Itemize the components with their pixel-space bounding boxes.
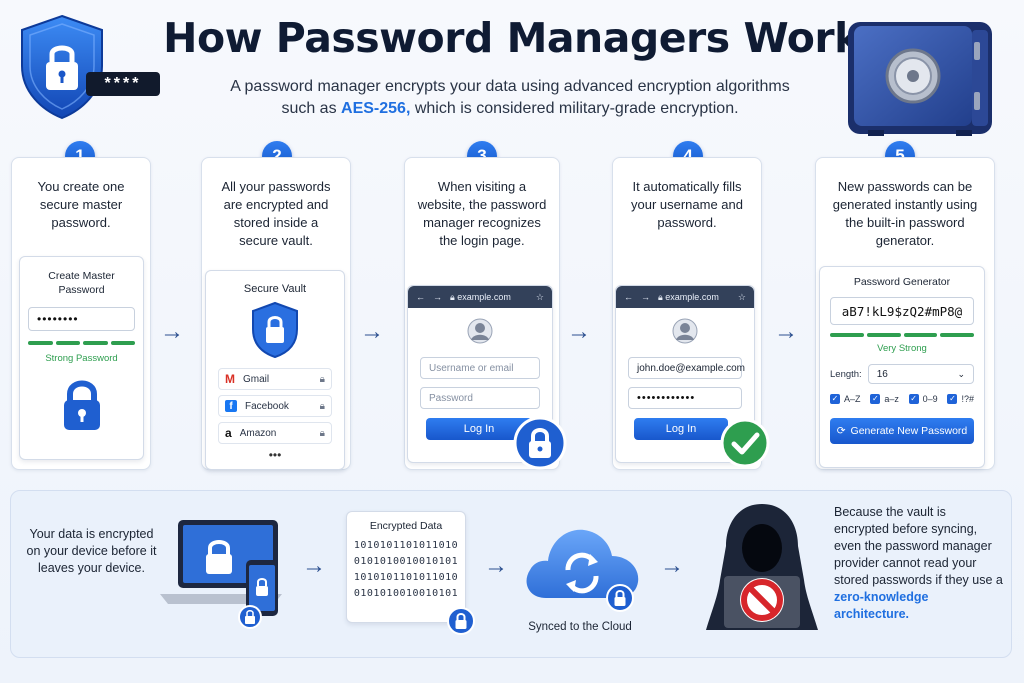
arrow-icon: →	[160, 318, 184, 345]
vault-item-facebook[interactable]: f Facebook 🔒︎	[218, 395, 332, 417]
user-avatar-icon	[408, 318, 552, 349]
gmail-icon: M	[225, 372, 235, 386]
chevron-down-icon: ⌄	[957, 368, 965, 379]
refresh-icon: ⟳	[836, 425, 846, 437]
username-filled-input[interactable]: john.doe@example.com	[628, 357, 745, 379]
arrow-icon: →	[774, 318, 798, 345]
facebook-icon: f	[225, 400, 237, 412]
strength-meter	[28, 341, 135, 345]
secure-vault-panel: Secure Vault M Gmail 🔒︎ f Facebook 🔒︎ a …	[205, 270, 345, 470]
generated-password-field[interactable]: aB7!kL9$zQ2#mP8@	[830, 297, 974, 325]
back-icon[interactable]: ←	[624, 292, 633, 302]
binary-line: 0101010010010101	[353, 588, 459, 599]
lock-icon: 🔒︎	[319, 400, 325, 412]
forward-icon[interactable]: →	[641, 292, 650, 302]
autofill-browser: ← → 🔒︎ example.com ☆ john.doe@example.co…	[615, 285, 755, 463]
aes-highlight: AES-256,	[341, 100, 411, 117]
lock-badge-icon	[446, 606, 476, 641]
page-title: How Password Managers Work	[163, 14, 861, 62]
encrypted-data-card: Encrypted Data 1010101101011010 01010100…	[346, 511, 466, 623]
arrow-icon: →	[567, 318, 591, 345]
lock-icon: 🔒︎	[319, 373, 325, 385]
encryption-flow-panel	[10, 490, 1012, 658]
login-button[interactable]: Log In	[634, 418, 728, 440]
option-symbols[interactable]: ✓!?#	[947, 394, 974, 404]
length-label: Length:	[830, 368, 862, 380]
back-icon[interactable]: ←	[416, 292, 425, 302]
user-avatar-icon	[616, 318, 754, 349]
lock-badge-icon	[513, 416, 567, 475]
page-subtitle: A password manager encrypts your data us…	[180, 76, 840, 120]
star-icon[interactable]: ☆	[737, 291, 746, 302]
shield-lock-icon	[10, 12, 162, 122]
vault-item-gmail[interactable]: M Gmail 🔒︎	[218, 368, 332, 390]
length-select[interactable]: 16⌄	[867, 364, 974, 384]
length-row: Length: 16⌄	[830, 364, 974, 384]
step-5-description: New passwords can be generated instantly…	[832, 179, 978, 248]
padlock-icon	[20, 378, 143, 437]
username-input[interactable]: Username or email	[420, 357, 540, 379]
master-password-input[interactable]: ••••••••	[28, 307, 135, 331]
option-digits[interactable]: ✓0–9	[908, 394, 938, 404]
option-lowercase[interactable]: ✓a–z	[870, 394, 899, 404]
subtitle-line-2: such as AES-256, which is considered mil…	[281, 100, 739, 117]
binary-line: 1010101101011010	[353, 572, 459, 583]
password-filled-input[interactable]: ••••••••••••	[628, 387, 742, 409]
step-4-description: It automatically fills your username and…	[630, 179, 743, 230]
encrypted-data-title: Encrypted Data	[369, 520, 443, 532]
cloud-sync-icon	[518, 510, 646, 619]
step-3-description: When visiting a website, the password ma…	[417, 179, 547, 248]
browser-toolbar: ← → 🔒︎ example.com ☆	[408, 286, 552, 308]
zero-knowledge-text: Because the vault is encrypted before sy…	[834, 505, 1003, 621]
character-options: ✓A–Z ✓a–z ✓0–9 ✓!?#	[830, 394, 974, 404]
vault-title: Secure Vault	[243, 283, 307, 295]
strength-label: Very Strong	[877, 343, 927, 354]
more-items: •••	[268, 448, 282, 462]
password-input[interactable]: Password	[420, 387, 540, 409]
device-encryption-text: Your data is encrypted on your device be…	[26, 527, 157, 575]
step-2-description: All your passwords are encrypted and sto…	[221, 179, 331, 248]
hacker-blocked-icon	[700, 500, 824, 641]
cloud-label: Synced to the Cloud	[528, 621, 632, 633]
arrow-icon: →	[660, 552, 684, 579]
vault-item-amazon[interactable]: a Amazon 🔒︎	[218, 422, 332, 444]
binary-line: 0101010010010101	[353, 556, 459, 567]
amazon-icon: a	[225, 426, 232, 440]
vault-shield-icon	[206, 301, 344, 364]
password-stars: ****	[86, 72, 160, 96]
safe-icon	[840, 14, 1000, 140]
option-uppercase[interactable]: ✓A–Z	[830, 394, 861, 404]
subtitle-line-1: A password manager encrypts your data us…	[230, 78, 790, 95]
star-icon[interactable]: ☆	[535, 291, 544, 302]
arrow-icon: →	[360, 318, 384, 345]
arrow-icon: →	[484, 552, 508, 579]
arrow-icon: →	[302, 552, 326, 579]
generate-password-button[interactable]: ⟳Generate New Password	[830, 418, 974, 444]
strength-meter	[830, 333, 974, 337]
browser-toolbar: ← → 🔒︎ example.com ☆	[616, 286, 754, 308]
address-bar[interactable]: 🔒︎ example.com	[450, 291, 511, 302]
generator-title: Password Generator	[853, 276, 951, 288]
binary-line: 1010101101011010	[353, 540, 459, 551]
master-password-title: Create Master Password	[48, 270, 115, 296]
lock-icon: 🔒︎	[319, 427, 325, 439]
master-password-panel: Create Master Password •••••••• Strong P…	[19, 256, 144, 460]
strength-label: Strong Password	[45, 353, 118, 364]
login-button[interactable]: Log In	[426, 418, 532, 440]
forward-icon[interactable]: →	[433, 292, 442, 302]
password-generator-panel: Password Generator aB7!kL9$zQ2#mP8@ Very…	[819, 266, 985, 468]
address-bar[interactable]: 🔒︎ example.com	[658, 291, 719, 302]
step-1-description: You create one secure master password.	[37, 179, 125, 230]
check-badge-icon	[720, 418, 770, 473]
zero-knowledge-link[interactable]: zero-knowledge architecture.	[834, 590, 929, 621]
laptop-phone-icon	[150, 512, 290, 637]
